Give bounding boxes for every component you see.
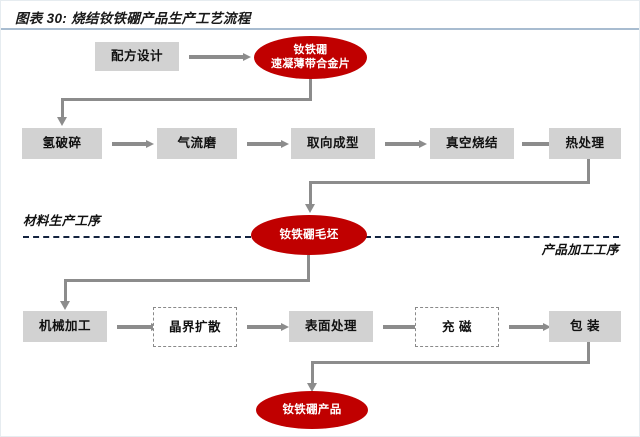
connector-heat-to-blank-drop	[309, 181, 312, 206]
connector-strip-to-row2-left	[61, 98, 312, 101]
figure-title: 图表 30: 烧结钕铁硼产品生产工艺流程	[15, 11, 251, 26]
node-jet-mill-label: 气流磨	[177, 136, 217, 151]
node-magnetizing[interactable]: 充 磁	[415, 307, 499, 347]
connector-blank-to-row3-down	[307, 255, 310, 282]
arrow-shaft	[383, 325, 417, 329]
connector-heat-to-blank-down	[587, 159, 590, 184]
node-hydrogen-crush[interactable]: 氢破碎	[22, 128, 102, 159]
node-final-product[interactable]: 钕铁硼产品	[256, 391, 368, 429]
node-heat-treatment[interactable]: 热处理	[549, 128, 621, 159]
node-formula-design[interactable]: 配方设计	[95, 42, 179, 71]
connector-packaging-to-final-down	[587, 342, 590, 364]
node-surface-treatment[interactable]: 表面处理	[289, 311, 373, 342]
connector-blank-to-row3-left	[64, 279, 310, 282]
arrow-head	[281, 140, 289, 148]
node-vacuum-sinter-label: 真空烧结	[445, 136, 498, 151]
arrow-shaft	[189, 55, 243, 59]
connector-heat-to-blank-left	[309, 181, 590, 184]
arrow-jetmill-to-forming	[247, 140, 289, 148]
arrow-shaft	[247, 325, 281, 329]
arrow-head	[146, 140, 154, 148]
arrow-shaft	[117, 325, 151, 329]
node-surface-treatment-label: 表面处理	[304, 319, 357, 334]
arrow-head	[543, 323, 551, 331]
arrow-shaft	[522, 142, 556, 146]
arrow-head	[419, 140, 427, 148]
node-strip-alloy[interactable]: 钕铁硼 速凝薄带合金片	[254, 36, 367, 79]
node-strip-alloy-label-line2: 速凝薄带合金片	[270, 57, 351, 70]
arrow-magnetizing-to-packaging	[509, 323, 551, 331]
arrow-shaft	[509, 325, 543, 329]
node-packaging[interactable]: 包 装	[549, 311, 621, 342]
connector-blank-to-row3-drop	[64, 279, 67, 303]
arrow-diffusion-to-surface	[247, 323, 289, 331]
connector-packaging-to-final-arrowhead	[307, 383, 317, 392]
connector-strip-to-row2-drop	[61, 98, 64, 119]
node-final-product-label: 钕铁硼产品	[282, 403, 342, 416]
arrow-shaft	[112, 142, 146, 146]
node-heat-treatment-label: 热处理	[565, 136, 605, 151]
arrow-forming-to-sinter	[385, 140, 427, 148]
arrow-shaft	[385, 142, 419, 146]
arrow-formula-to-strip	[189, 53, 251, 61]
node-grain-boundary-diffusion[interactable]: 晶界扩散	[153, 307, 237, 347]
node-formula-design-label: 配方设计	[110, 49, 163, 64]
stage-label-product-processing: 产品加工工序	[541, 243, 619, 257]
connector-packaging-to-final-drop	[311, 361, 314, 385]
node-blank[interactable]: 钕铁硼毛坯	[251, 215, 367, 255]
node-packaging-label: 包 装	[570, 319, 600, 334]
stage-label-material-production: 材料生产工序	[23, 214, 101, 228]
connector-blank-to-row3-arrowhead	[60, 301, 70, 310]
node-strip-alloy-label-line1: 钕铁硼	[293, 44, 328, 57]
node-machining-label: 机械加工	[38, 319, 91, 334]
node-oriented-forming-label: 取向成型	[306, 136, 359, 151]
divider-dashed-right	[365, 236, 619, 238]
node-blank-label: 钕铁硼毛坯	[279, 228, 339, 241]
arrow-shaft	[247, 142, 281, 146]
node-vacuum-sinter[interactable]: 真空烧结	[430, 128, 514, 159]
divider-dashed-left	[23, 236, 251, 238]
arrow-head	[281, 323, 289, 331]
connector-strip-to-row2-down	[309, 79, 312, 101]
arrow-hydrogen-to-jetmill	[112, 140, 154, 148]
connector-heat-to-blank-arrowhead	[305, 204, 315, 213]
connector-strip-to-row2-arrowhead	[57, 117, 67, 126]
node-oriented-forming[interactable]: 取向成型	[291, 128, 375, 159]
node-machining[interactable]: 机械加工	[23, 311, 107, 342]
title-divider-rule	[1, 28, 639, 30]
connector-packaging-to-final-left	[311, 361, 590, 364]
node-hydrogen-crush-label: 氢破碎	[42, 136, 82, 151]
node-magnetizing-label: 充 磁	[442, 319, 472, 334]
node-grain-boundary-diffusion-label: 晶界扩散	[168, 319, 221, 334]
node-jet-mill[interactable]: 气流磨	[157, 128, 237, 159]
arrow-head	[243, 53, 251, 61]
